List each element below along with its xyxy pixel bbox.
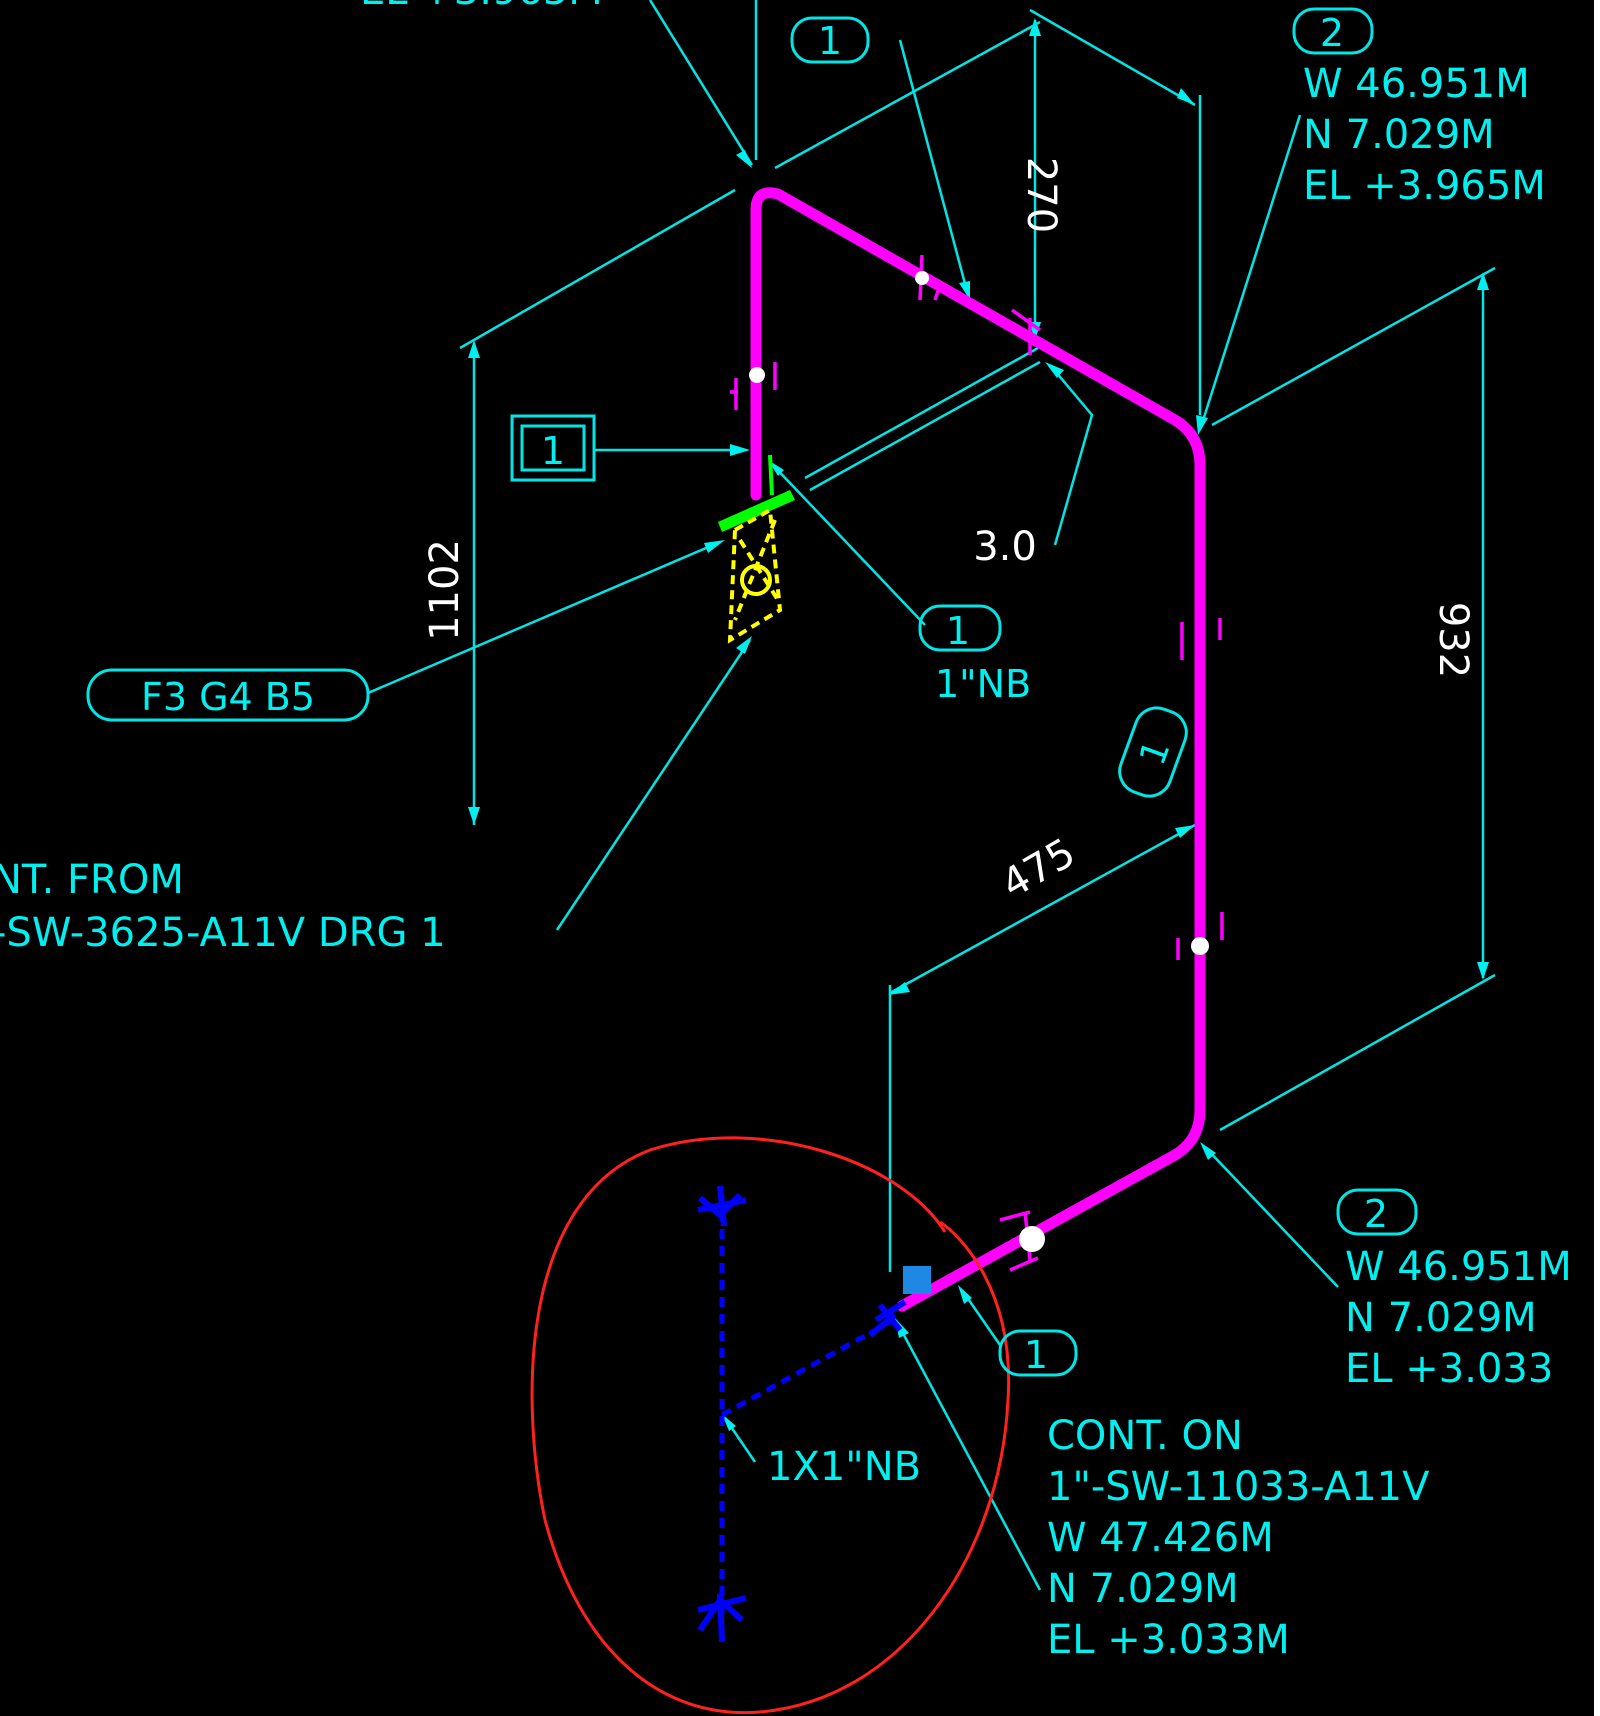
svg-text:2: 2 [1320,11,1344,55]
top-clipped-label: EL +3.965M [360,0,603,14]
svg-text:-SW-3625-A11V DRG 1: -SW-3625-A11V DRG 1 [0,910,446,956]
tag-upper-right: 2 [1292,7,1374,55]
tag-vertical: 1 [1118,706,1188,798]
svg-text:1: 1 [946,609,970,653]
slope-value: 3.0 [973,524,1037,570]
svg-text:EL +3.033M: EL +3.033M [1047,1617,1290,1663]
svg-text:2: 2 [1364,1192,1388,1236]
svg-text:1: 1 [1132,735,1178,771]
grip-handle[interactable] [903,1266,931,1294]
dim-475: 475 [994,830,1083,908]
svg-text:NT. FROM: NT. FROM [0,857,184,903]
svg-text:1: 1 [1024,1333,1048,1377]
support-tag: F3 G4 B5 [86,668,370,722]
svg-text:EL +3.965M: EL +3.965M [1303,163,1546,209]
svg-text:W 46.951M: W 46.951M [1345,1244,1572,1290]
leader-lines [367,0,1496,1591]
tag-lower: 1 [998,1329,1078,1377]
dim-270: 270 [1018,157,1064,233]
dim-1102: 1102 [422,539,468,641]
svg-text:N 7.029M: N 7.029M [1345,1295,1537,1341]
nb-label: 1"NB [935,662,1031,706]
pipe-run [730,187,1224,1312]
svg-text:N 7.029M: N 7.029M [1303,112,1495,158]
svg-text:W 47.426M: W 47.426M [1047,1515,1274,1561]
coords-upper-block: W 46.951M N 7.029M EL +3.965M [1303,61,1546,209]
markup-circle [530,1136,1011,1715]
svg-text:CONT. ON: CONT. ON [1047,1413,1243,1459]
tag-mid: 1 [918,604,1002,653]
cont-on-block: CONT. ON 1"-SW-11033-A11V W 47.426M N 7.… [1047,1413,1430,1663]
svg-text:EL +3.033: EL +3.033 [1345,1346,1553,1392]
tag-lower-right: 2 [1336,1188,1418,1236]
svg-text:1: 1 [541,429,565,473]
branch-tee [697,1185,931,1643]
svg-text:N 7.029M: N 7.029M [1047,1566,1239,1612]
branch-size-label: 1X1"NB [767,1444,921,1490]
svg-text:F3 G4 B5: F3 G4 B5 [141,675,315,719]
svg-text:W 46.951M: W 46.951M [1303,61,1530,107]
pipe-support [718,454,795,644]
svg-text:1: 1 [818,19,842,63]
tag-top: 1 [790,16,870,64]
dim-932: 932 [1430,602,1476,678]
svg-text:1"-SW-11033-A11V: 1"-SW-11033-A11V [1047,1464,1430,1510]
cont-from-block: NT. FROM -SW-3625-A11V DRG 1 [0,857,446,956]
sheet-border [1594,0,1600,1716]
tag-square: 1 [510,414,596,482]
coords-lower-block: W 46.951M N 7.029M EL +3.033 [1345,1244,1572,1392]
